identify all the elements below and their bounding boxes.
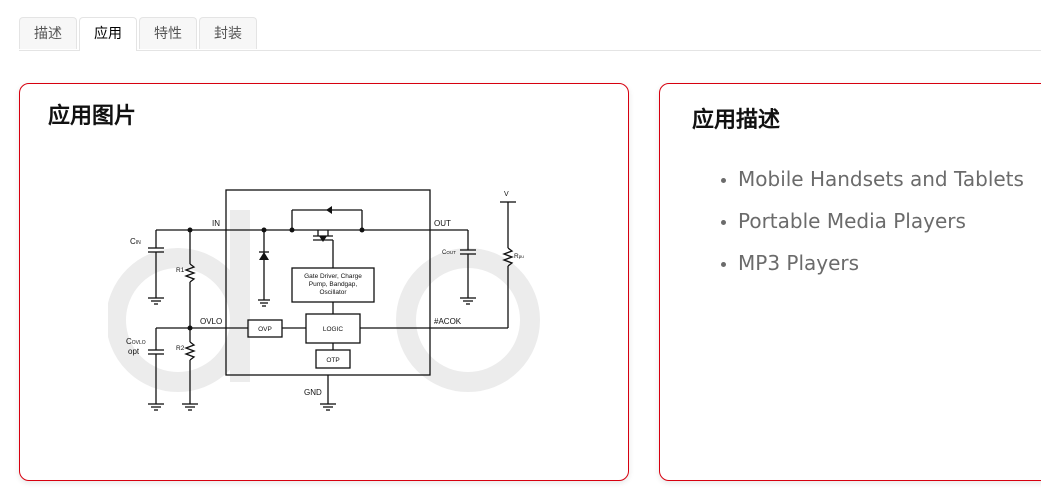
tab-bar: 描述 应用 特性 封装 — [19, 17, 1041, 51]
gate-driver-line2: Pump, Bandgap, — [309, 281, 358, 288]
label-cout: COUT — [442, 250, 456, 256]
otp-block — [315, 349, 351, 369]
ovp-label: OVP — [258, 326, 272, 333]
tab-description[interactable]: 描述 — [19, 17, 77, 49]
label-rpu: Rpu — [514, 253, 524, 260]
list-item: Portable Media Players — [738, 200, 1024, 242]
tab-features[interactable]: 特性 — [139, 17, 197, 49]
application-circuit-diagram: IN OUT OVLO #ACOK GND V CIN COUT COVLO o… — [106, 170, 540, 414]
label-cin: CIN — [130, 237, 141, 246]
circuit-svg: IN OUT OVLO #ACOK GND V CIN COUT COVLO o… — [106, 189, 540, 411]
application-image-card: 应用图片 — [19, 83, 629, 481]
label-covlo: COVLO — [126, 337, 146, 346]
list-item: Mobile Handsets and Tablets — [738, 158, 1024, 200]
label-ovlo: OVLO — [200, 317, 222, 326]
application-description-title: 应用描述 — [692, 108, 781, 133]
otp-label: OTP — [326, 357, 339, 364]
logic-label: LOGIC — [323, 326, 344, 333]
label-r1: R1 — [176, 267, 185, 274]
label-in: IN — [212, 219, 220, 228]
label-gnd: GND — [304, 388, 322, 397]
label-acok: #ACOK — [434, 317, 462, 326]
label-out: OUT — [434, 219, 451, 228]
gate-driver-line1: Gate Driver, Charge — [304, 273, 362, 280]
label-r2: R2 — [176, 345, 185, 352]
application-description-card: 应用描述 Mobile Handsets and Tablets Portabl… — [659, 83, 1041, 481]
label-opt: opt — [128, 347, 140, 356]
list-item: MP3 Players — [738, 242, 1024, 284]
application-image-title: 应用图片 — [48, 104, 137, 129]
label-v: V — [504, 191, 509, 198]
tab-application[interactable]: 应用 — [79, 17, 137, 51]
application-list: Mobile Handsets and Tablets Portable Med… — [718, 158, 1024, 284]
gate-driver-line3: Oscillator — [319, 289, 347, 296]
tab-package[interactable]: 封装 — [199, 17, 257, 49]
